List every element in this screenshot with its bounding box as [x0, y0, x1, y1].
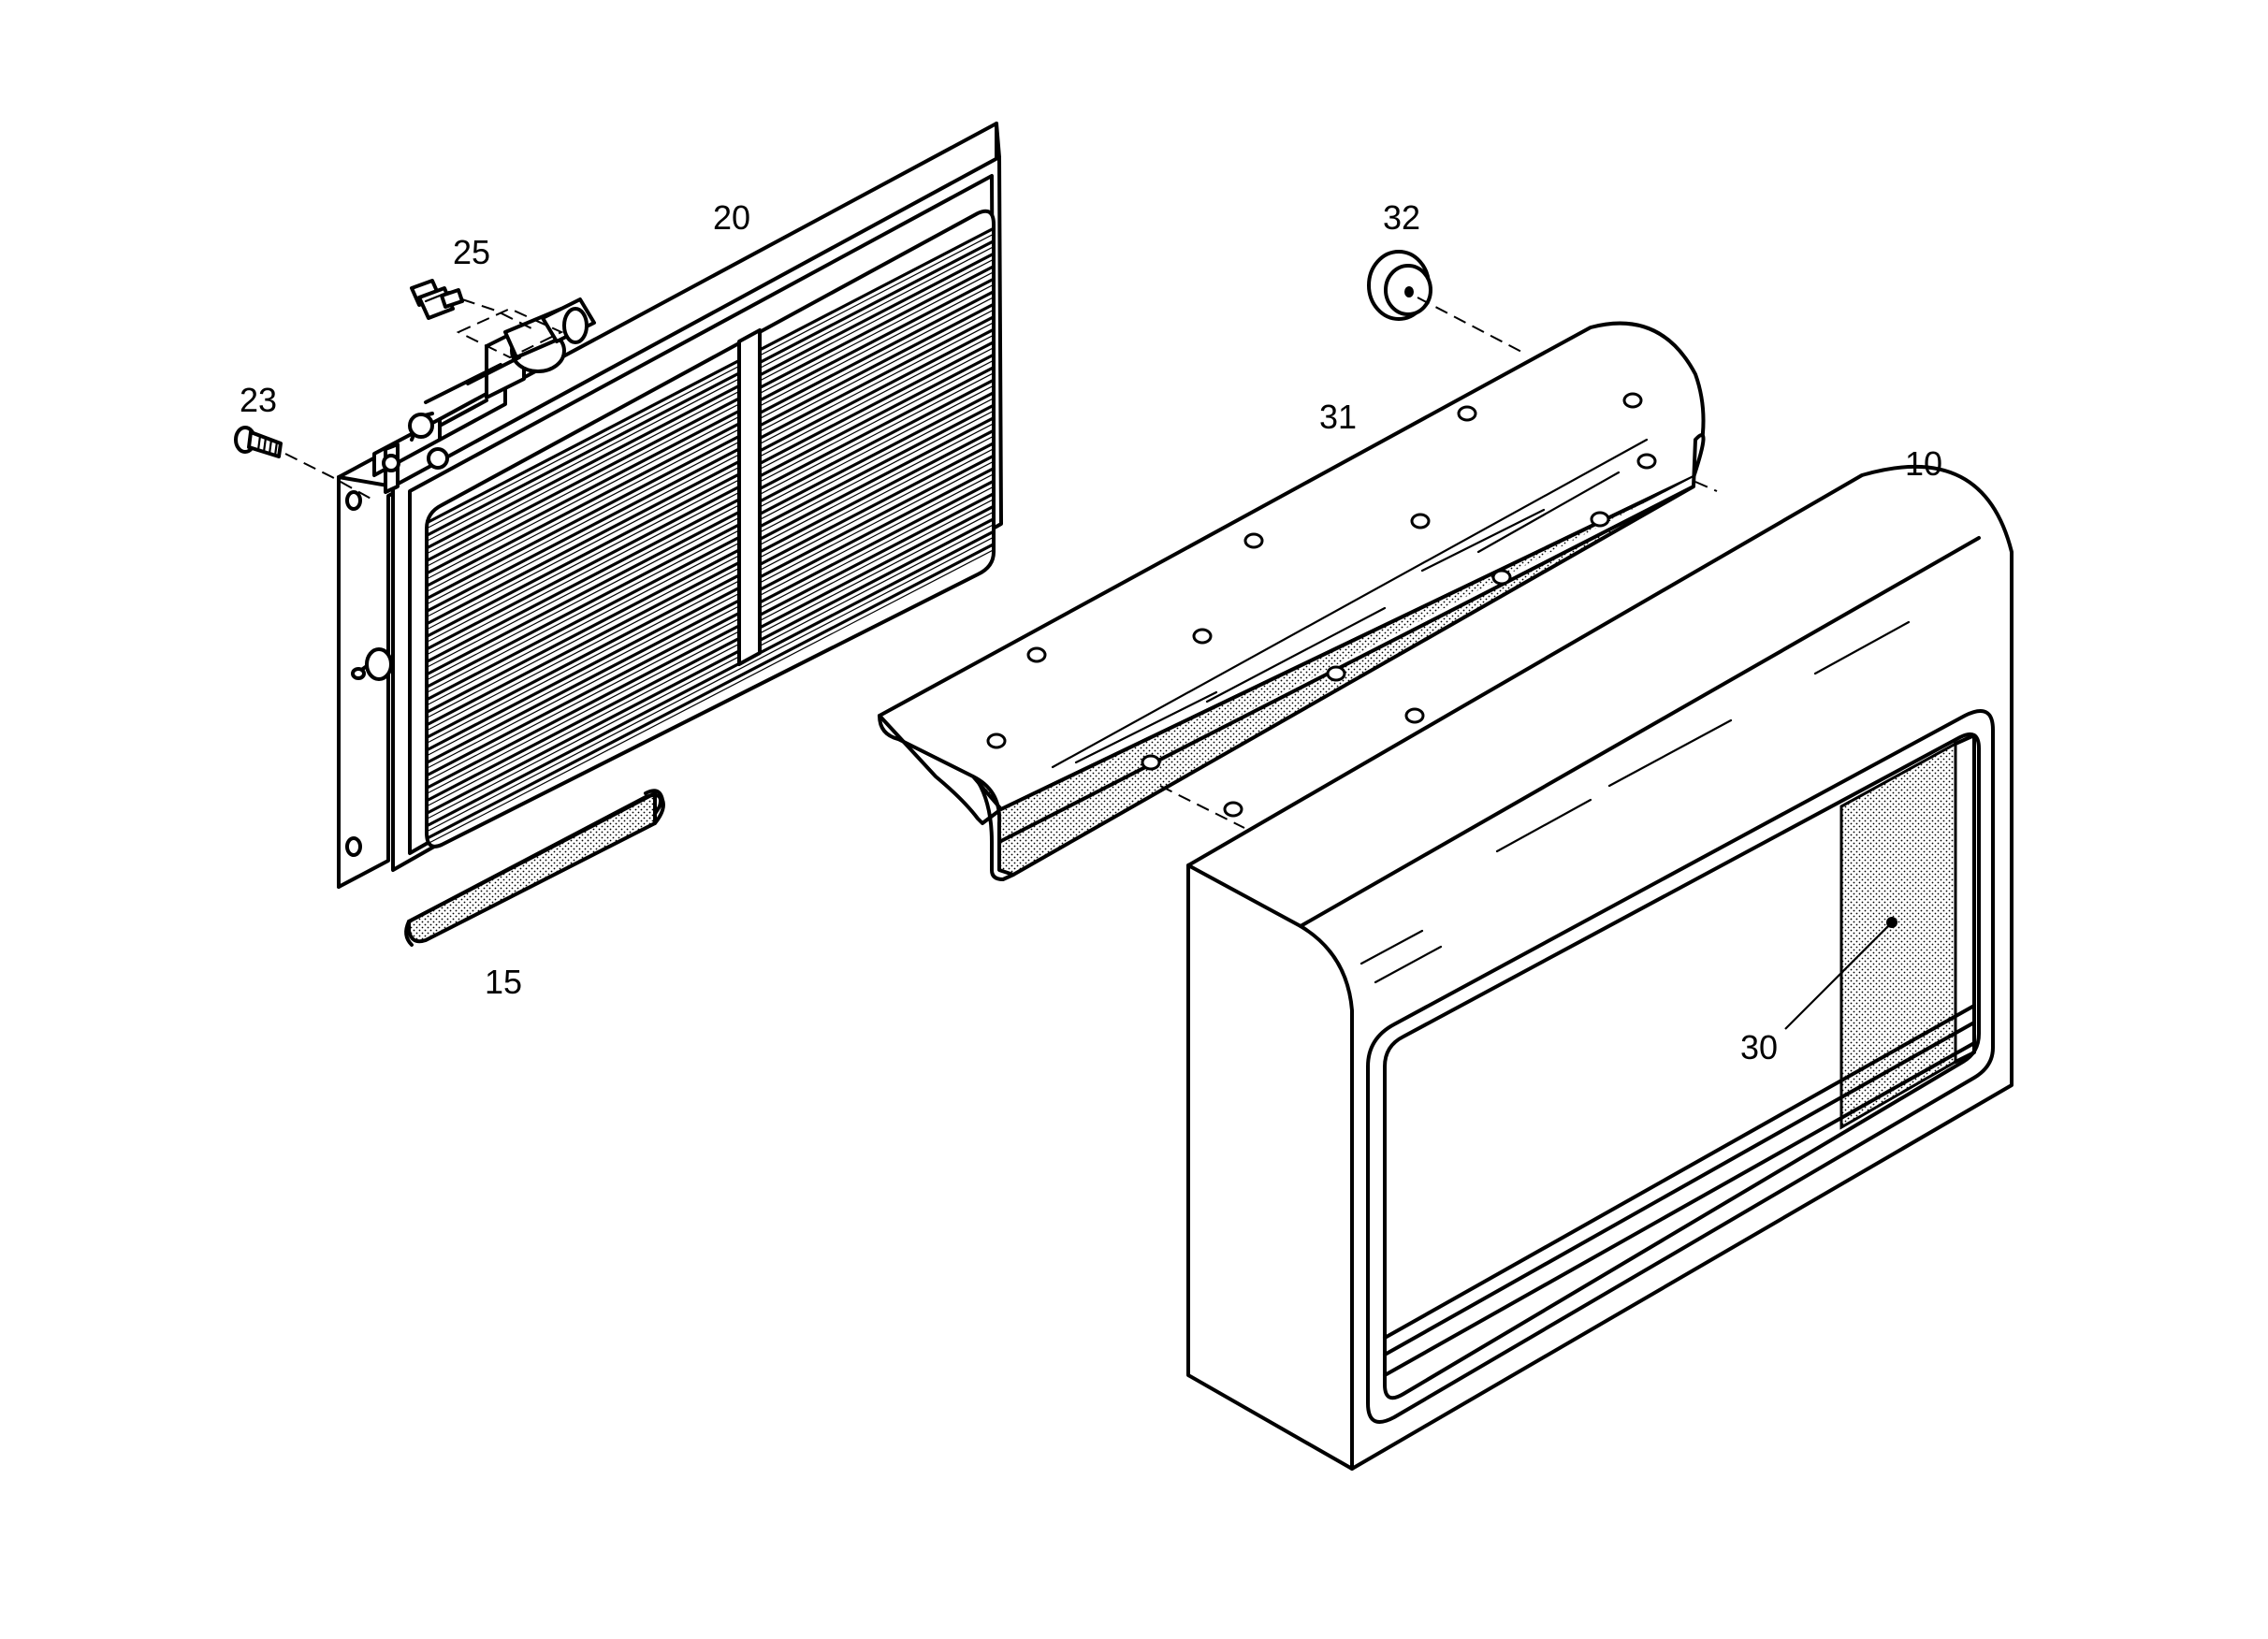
callout-25: 25: [453, 233, 490, 271]
grille-slat-shadow: [427, 330, 994, 633]
grille-slat-shadow: [427, 381, 994, 684]
grille-slat: [427, 261, 994, 565]
bracket-hole: [1636, 453, 1657, 470]
grille-slat: [427, 273, 994, 578]
bracket-hole: [1410, 513, 1431, 529]
bracket-hole: [986, 732, 1007, 749]
grille-slat: [427, 337, 994, 641]
grille-slat-shadow: [427, 292, 994, 596]
grille-slat: [427, 286, 994, 590]
grille-slat-shadow: [427, 317, 994, 621]
bracket-holes: [986, 392, 1657, 818]
leader-30-dot: [1886, 917, 1897, 928]
bracket-hole: [1326, 665, 1346, 682]
damper-actuator: [372, 297, 596, 494]
grille-slat-shadow: [427, 532, 994, 835]
grille-slat-shadow: [427, 254, 994, 558]
grille-slat: [427, 324, 994, 629]
grille-slat: [427, 374, 994, 679]
leader-dashed: [1159, 785, 1245, 829]
bracket-hole: [1590, 511, 1610, 528]
grille-slat-shadow: [427, 519, 994, 823]
grille-slat-shadow: [427, 494, 994, 798]
grille-slat-shadow: [427, 544, 994, 847]
grille-slat-shadow: [427, 469, 994, 773]
callout-23: 23: [240, 381, 277, 419]
grille-slat-shadow: [427, 507, 994, 810]
grille-slat: [427, 463, 994, 767]
grille-slat: [427, 425, 994, 730]
leader-dashed: [1694, 481, 1718, 492]
callout-20: 20: [713, 198, 750, 237]
leader-dashed: [456, 307, 564, 359]
grille-slat: [427, 298, 994, 603]
bracket-hole: [1404, 707, 1425, 724]
grille-slat: [427, 475, 994, 780]
bracket-hole: [1192, 628, 1213, 645]
grille-slat: [427, 526, 994, 831]
grille-slat-shadow: [427, 305, 994, 608]
leader-30: [1784, 925, 1889, 1030]
grille-slat: [427, 248, 994, 553]
grille-slat: [427, 399, 994, 704]
grille-slat: [427, 514, 994, 818]
grille-slat-shadow: [427, 355, 994, 659]
grille-slat: [427, 500, 994, 805]
grille-slat-shadow: [427, 241, 994, 545]
part-25-fitting-icon: [410, 279, 534, 330]
grille-slat: [427, 312, 994, 616]
grille-slat: [427, 223, 994, 528]
grille-slat-shadow: [427, 443, 994, 747]
grille-slat: [427, 488, 994, 792]
part-10-housing: [1186, 464, 2014, 1471]
part-15-foam-strip: [404, 789, 665, 947]
bracket-hole: [1026, 646, 1047, 663]
grille-slat-shadow: [427, 457, 994, 760]
grille-slat: [427, 413, 994, 717]
bracket-hole: [1223, 801, 1243, 818]
callout-30: 30: [1740, 1028, 1778, 1066]
part-20-grille-panel: [337, 122, 1003, 889]
mount-hole: [345, 490, 362, 511]
callout-15: 15: [485, 963, 522, 1001]
bracket-hole: [1141, 754, 1161, 771]
bracket-hole: [1622, 392, 1643, 409]
grille-slat-shadow: [427, 342, 994, 646]
grille-slat-shadow: [427, 280, 994, 583]
part-32-cap-icon: [1367, 250, 1526, 355]
wing-nut-icon: [351, 647, 393, 681]
grille-slat: [427, 450, 994, 755]
part-23-screw-icon: [234, 426, 375, 501]
grille-slat-shadow: [427, 229, 994, 532]
grille-slat: [427, 349, 994, 654]
grille-slat: [427, 362, 994, 666]
grille-slat-shadow: [427, 406, 994, 709]
bracket-hole: [1243, 532, 1264, 549]
grille-slat-shadow: [427, 431, 994, 734]
mount-hole: [345, 836, 362, 857]
grille-slat: [427, 438, 994, 742]
grille-slat-shadow: [427, 368, 994, 672]
grille-slat-shadow: [427, 482, 994, 785]
grille-slat: [427, 539, 994, 843]
callout-10: 10: [1905, 444, 1942, 483]
part-31-angle-bracket: [878, 321, 1706, 881]
bracket-hole: [1491, 569, 1512, 586]
grille-slat-shadow: [427, 393, 994, 697]
grille-slats: [427, 223, 994, 847]
callout-32: 32: [1383, 198, 1420, 237]
bracket-hole: [1457, 405, 1477, 422]
grille-slat: [427, 387, 994, 691]
grille-slat-shadow: [427, 267, 994, 571]
grille-slat-shadow: [427, 418, 994, 722]
grille-slat: [427, 236, 994, 540]
callout-31: 31: [1319, 398, 1357, 436]
